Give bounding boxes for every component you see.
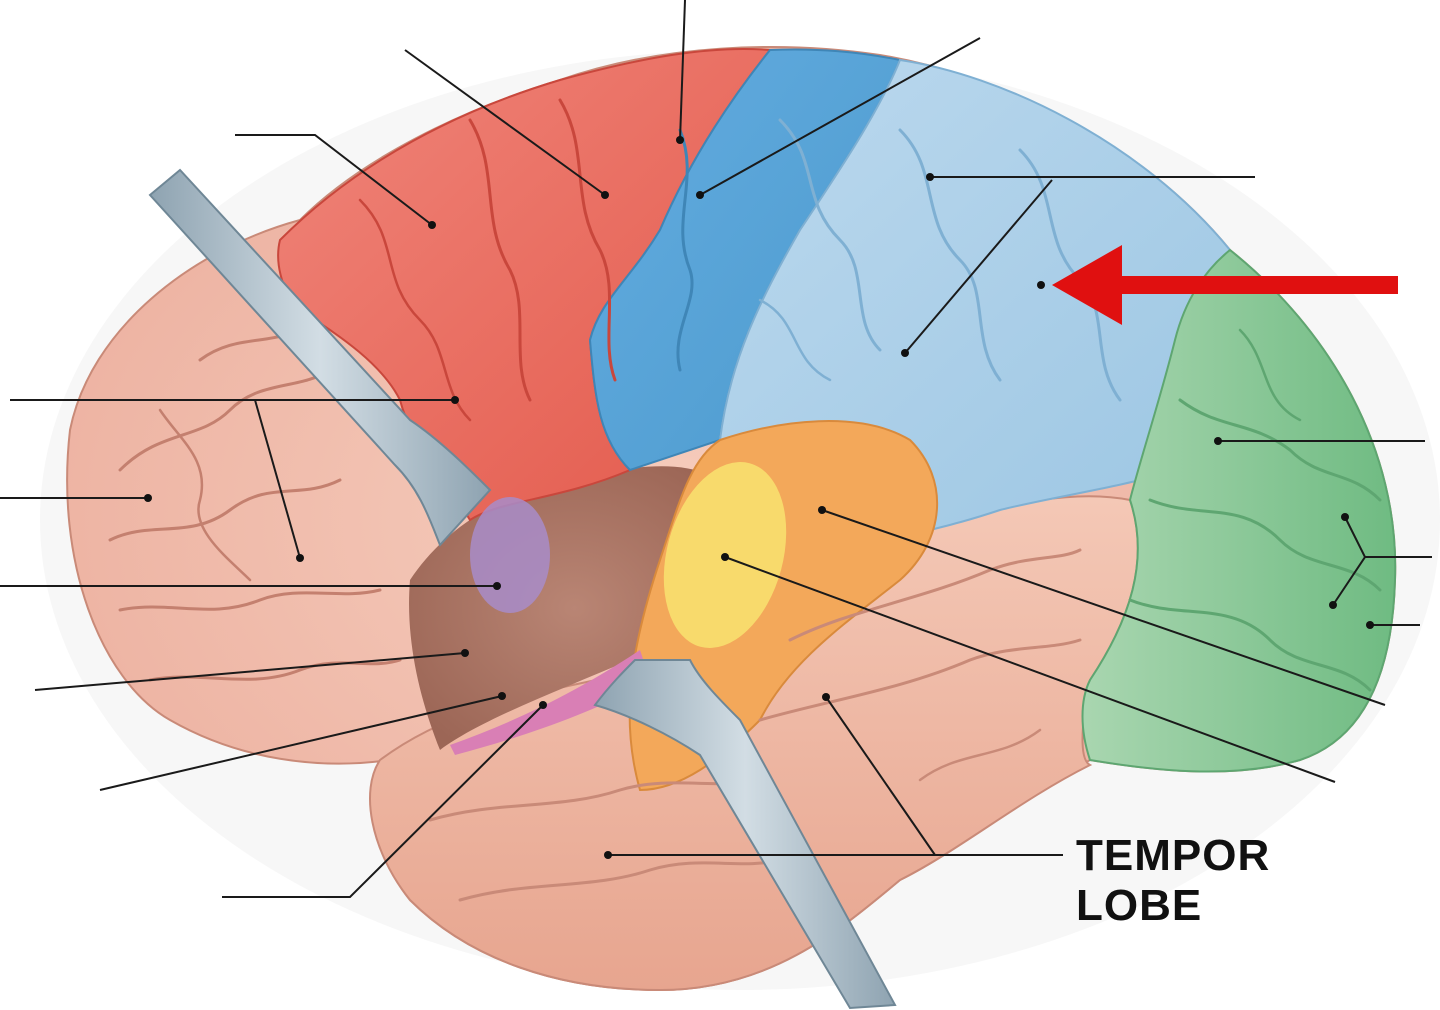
leader-line xyxy=(404,49,606,196)
pointer-dot xyxy=(901,349,909,357)
leader-line xyxy=(222,704,544,898)
pointer-dot xyxy=(1341,513,1349,521)
pointer-dot xyxy=(1037,281,1045,289)
retractor-upper xyxy=(148,168,492,547)
leader-line xyxy=(34,652,466,691)
pointer-dot xyxy=(296,554,304,562)
lobe-label-line2: LOBE xyxy=(1076,881,1203,927)
pointer-dot xyxy=(1214,437,1222,445)
leader-lines xyxy=(0,0,1432,898)
pointer-dot xyxy=(461,649,469,657)
pointer-dot xyxy=(428,221,436,229)
pointer-dot xyxy=(721,553,729,561)
pointer-dot xyxy=(498,692,506,700)
pointer-dot xyxy=(818,506,826,514)
leader-line xyxy=(699,37,981,196)
pointer-dot xyxy=(696,191,704,199)
pointer-dot xyxy=(601,191,609,199)
leader-line xyxy=(679,0,686,141)
leader-line xyxy=(904,179,1053,354)
pointer-dot xyxy=(926,173,934,181)
gyri-texture xyxy=(108,98,1382,902)
retractor-lower xyxy=(593,659,897,1010)
pointer-dot xyxy=(539,701,547,709)
leader-line xyxy=(99,695,503,791)
pointer-dot xyxy=(144,494,152,502)
pointer-dot xyxy=(493,582,501,590)
temporal-lobe-label: TEMPOR LOBE xyxy=(1070,826,1275,927)
vestibular-strip xyxy=(450,650,650,755)
leader-line xyxy=(724,556,1336,783)
gustatory-area xyxy=(470,497,550,613)
pointer-dot xyxy=(604,851,612,859)
lobe-label-line1: TEMPOR xyxy=(1076,831,1271,880)
leader-line xyxy=(235,134,433,226)
occipital-lobe xyxy=(1081,248,1397,773)
leader-line xyxy=(825,696,936,856)
pointer-dot xyxy=(1329,601,1337,609)
leader-line xyxy=(821,509,1386,706)
pointer-dots xyxy=(144,136,1374,859)
pointer-dot xyxy=(676,136,684,144)
pointer-dot xyxy=(1366,621,1374,629)
pointer-dot xyxy=(451,396,459,404)
red-arrow xyxy=(1052,245,1398,325)
pointer-dot xyxy=(822,693,830,701)
leader-line xyxy=(254,399,301,559)
